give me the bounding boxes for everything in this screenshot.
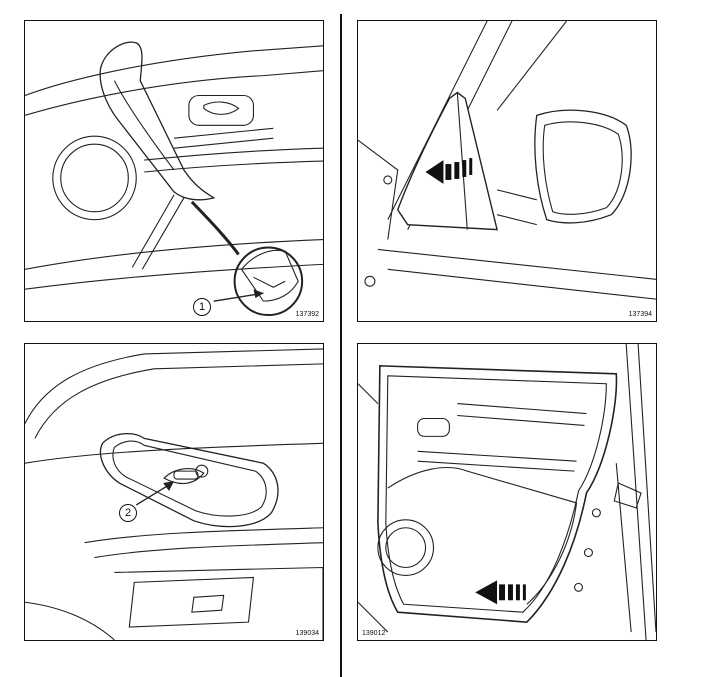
callout-2: 2 — [119, 504, 137, 522]
door-trim-illustration — [358, 344, 656, 640]
callout-1: 1 — [193, 298, 211, 316]
panel-armrest-removal: 1 137392 — [24, 20, 324, 322]
armrest-illustration — [25, 41, 323, 317]
panel-handle-screw: 2 139034 — [24, 343, 324, 641]
handle-screw-illustration — [25, 348, 323, 640]
figure-ref-number: 137394 — [628, 311, 652, 318]
panel-door-trim-removal: 139012 — [357, 343, 657, 641]
panel-mirror-trim-removal: 137394 — [357, 20, 657, 322]
figure-ref-number: 139012 — [362, 630, 386, 637]
page-divider — [340, 14, 342, 677]
figure-ref-number: 137392 — [295, 311, 319, 318]
mirror-trim-illustration — [358, 21, 656, 300]
figure-ref-number: 139034 — [295, 630, 319, 637]
